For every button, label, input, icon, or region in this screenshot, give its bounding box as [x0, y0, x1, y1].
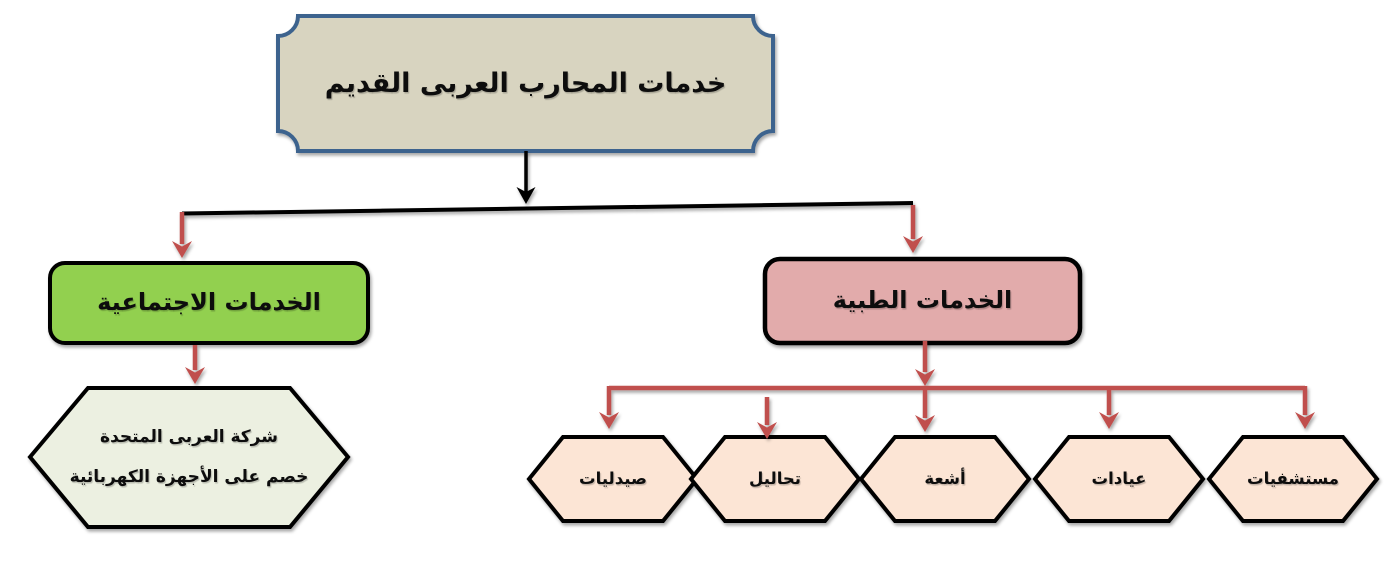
- root-arrowhead-icon: [516, 187, 536, 204]
- hexagon-labs: [688, 435, 862, 523]
- medical-services-box: [762, 256, 1083, 346]
- social-services-box: [48, 261, 370, 345]
- hexagon-radiology: [858, 435, 1032, 523]
- to-clinics-arrowhead-icon: [1099, 412, 1119, 429]
- to-company-arrowhead-icon: [185, 367, 205, 384]
- to-social-arrowhead-icon: [172, 241, 192, 258]
- company-hexagon: [27, 386, 351, 529]
- root-box: [276, 14, 775, 153]
- hexagon-clinics: [1032, 435, 1206, 523]
- to-labs-arrowhead-icon: [757, 422, 777, 439]
- to-hospitals-arrowhead-icon: [1295, 412, 1315, 429]
- to-medical-arrowhead-icon: [903, 236, 923, 253]
- connector-split-line: [181, 201, 914, 216]
- hexagon-hospitals: [1206, 435, 1380, 523]
- hexagon-pharmacies: [526, 435, 700, 523]
- medical-stem-arrowhead-icon: [915, 369, 935, 386]
- to-pharmacies-arrowhead-icon: [599, 412, 619, 429]
- to-radiology-arrowhead-icon: [915, 415, 935, 432]
